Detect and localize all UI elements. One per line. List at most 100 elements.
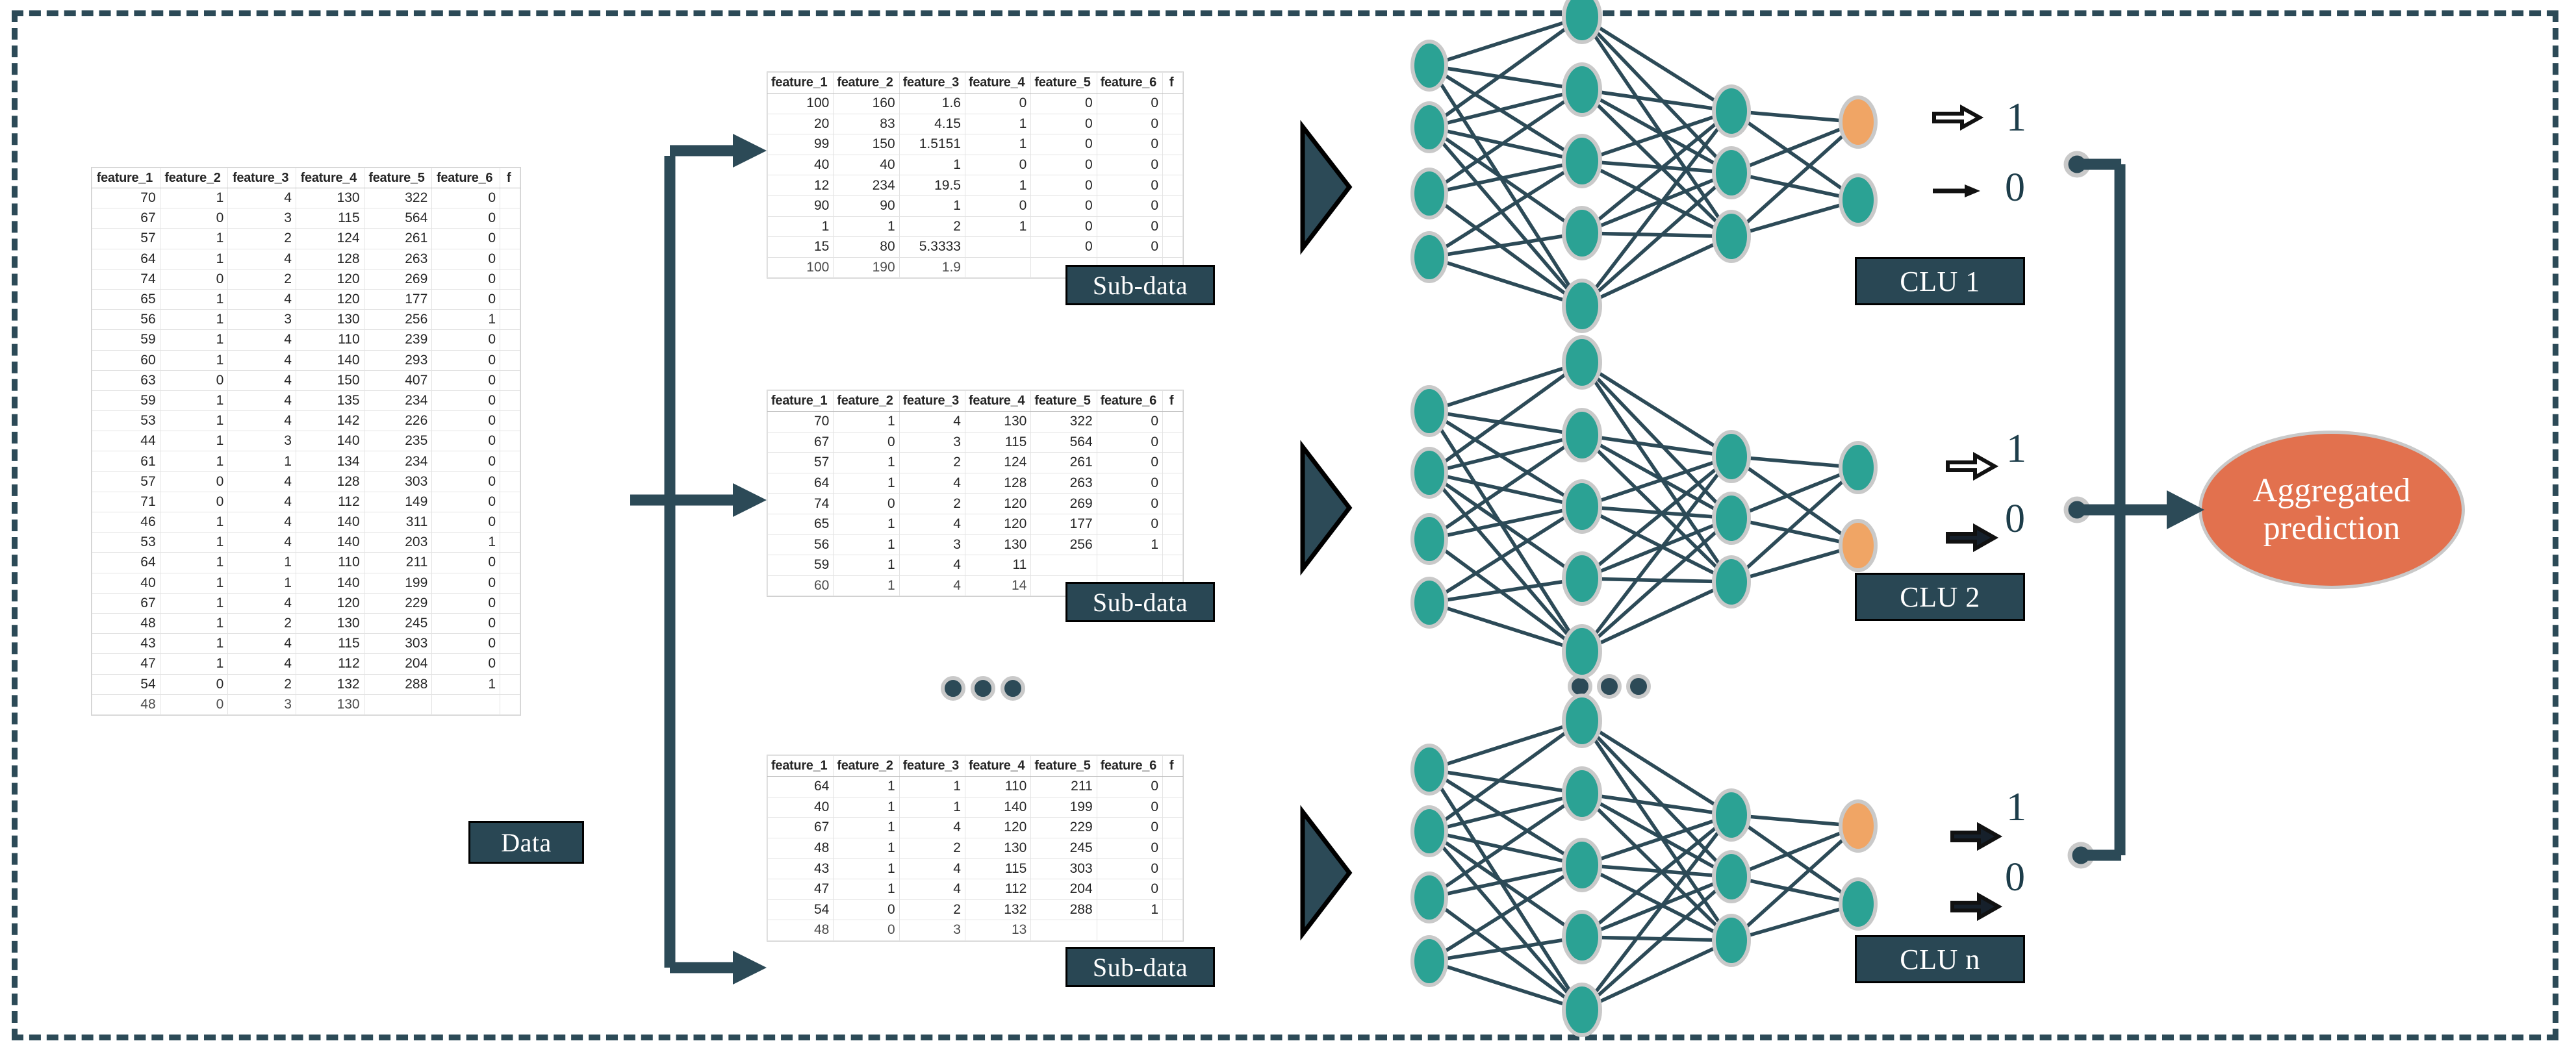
- table-cell: 1: [159, 390, 229, 412]
- table-cell: 4: [227, 349, 296, 371]
- table-cell: 1: [159, 592, 229, 614]
- table-cell: 130: [295, 187, 364, 209]
- table-cell: [500, 592, 520, 614]
- table-cell: [500, 410, 520, 432]
- table-cell: [500, 451, 520, 472]
- table-cell: 0: [1096, 472, 1164, 494]
- table-cell: 1: [833, 513, 900, 535]
- table-cell: 4: [899, 472, 965, 494]
- table-cell: 71: [92, 491, 160, 513]
- table-cell: 1: [964, 134, 1032, 155]
- table-cell: 0: [1096, 431, 1164, 453]
- table-cell: 211: [363, 552, 433, 573]
- table-cell: 130: [964, 411, 1032, 433]
- table-cell: 1: [833, 575, 900, 597]
- table-cell: 0: [431, 288, 500, 310]
- table-cell: 80: [833, 236, 900, 258]
- table-cell: 1: [1096, 899, 1164, 921]
- table-cell: 0: [431, 187, 500, 209]
- table-cell: 12: [767, 175, 834, 196]
- table-cell: 322: [1030, 411, 1097, 433]
- table-cell: 0: [1030, 175, 1097, 196]
- table-cell: 63: [92, 370, 160, 391]
- table-cell: 110: [295, 552, 364, 573]
- table-cell: 0: [431, 208, 500, 229]
- column-header-3: feature_3: [899, 755, 965, 777]
- table-cell: 4: [227, 370, 296, 391]
- table-cell: 293: [363, 349, 433, 371]
- table-cell: [1162, 837, 1183, 859]
- table-cell: 0: [431, 592, 500, 614]
- table-cell: 115: [295, 633, 364, 655]
- table-cell: 1: [159, 228, 229, 249]
- table-cell: 0: [1030, 93, 1097, 114]
- table-cell: 1: [833, 216, 900, 238]
- table-cell: 288: [1030, 899, 1097, 921]
- table-cell: 43: [767, 858, 834, 879]
- table-cell: [1030, 555, 1097, 576]
- column-header-4: feature_4: [964, 72, 1032, 94]
- table-cell: 234: [363, 390, 433, 412]
- table-cell: 3: [899, 920, 965, 941]
- table-cell: 245: [363, 612, 433, 634]
- table-cell: 40: [767, 796, 834, 818]
- table-cell: [1162, 920, 1183, 941]
- output-digit-clun-one: 1: [2006, 785, 2026, 829]
- table-cell: [500, 511, 520, 533]
- table-cell: 1: [833, 776, 900, 797]
- table-cell: 0: [1030, 113, 1097, 135]
- table-cell: 57: [92, 228, 160, 249]
- column-header-5: feature_5: [363, 168, 433, 188]
- table-cell: 1: [159, 552, 229, 573]
- table-cell: 60: [92, 349, 160, 371]
- table-cell: [964, 236, 1032, 258]
- table-cell: 0: [431, 633, 500, 655]
- table-cell: 0: [1096, 195, 1164, 217]
- table-cell: 4: [899, 878, 965, 900]
- table-cell: [500, 431, 520, 452]
- table-cell: 1: [899, 776, 965, 797]
- table-cell: 0: [431, 410, 500, 432]
- table-cell: 53: [92, 532, 160, 553]
- table-cell: [1162, 195, 1183, 217]
- aggregated-prediction-line2: prediction: [2263, 510, 2401, 547]
- table-cell: 54: [767, 899, 834, 921]
- table-cell: 1: [431, 309, 500, 331]
- table-cell: 1: [833, 472, 900, 494]
- table-cell: 407: [363, 370, 433, 391]
- table-cell: [1030, 920, 1097, 941]
- column-header-3: feature_3: [899, 390, 965, 412]
- aggregated-prediction-node: Aggregated prediction: [2199, 431, 2465, 589]
- table-cell: 1: [227, 572, 296, 594]
- table-cell: 83: [833, 113, 900, 135]
- table-cell: 0: [431, 390, 500, 412]
- table-cell: [1162, 534, 1183, 556]
- table-cell: 74: [92, 268, 160, 290]
- table-cell: 2: [227, 268, 296, 290]
- table-cell: [500, 552, 520, 573]
- table-cell: 120: [964, 817, 1032, 838]
- table-cell: 67: [767, 431, 834, 453]
- table-cell: 0: [833, 431, 900, 453]
- table-cell: 1: [227, 552, 296, 573]
- table-cell: 0: [159, 208, 229, 229]
- table-cell: 1: [159, 572, 229, 594]
- table-cell: 0: [1096, 858, 1164, 879]
- table-cell: 0: [159, 370, 229, 391]
- table-cell: 130: [964, 534, 1032, 556]
- table-cell: 0: [431, 370, 500, 391]
- table-cell: 140: [295, 572, 364, 594]
- table-cell: 40: [767, 154, 834, 176]
